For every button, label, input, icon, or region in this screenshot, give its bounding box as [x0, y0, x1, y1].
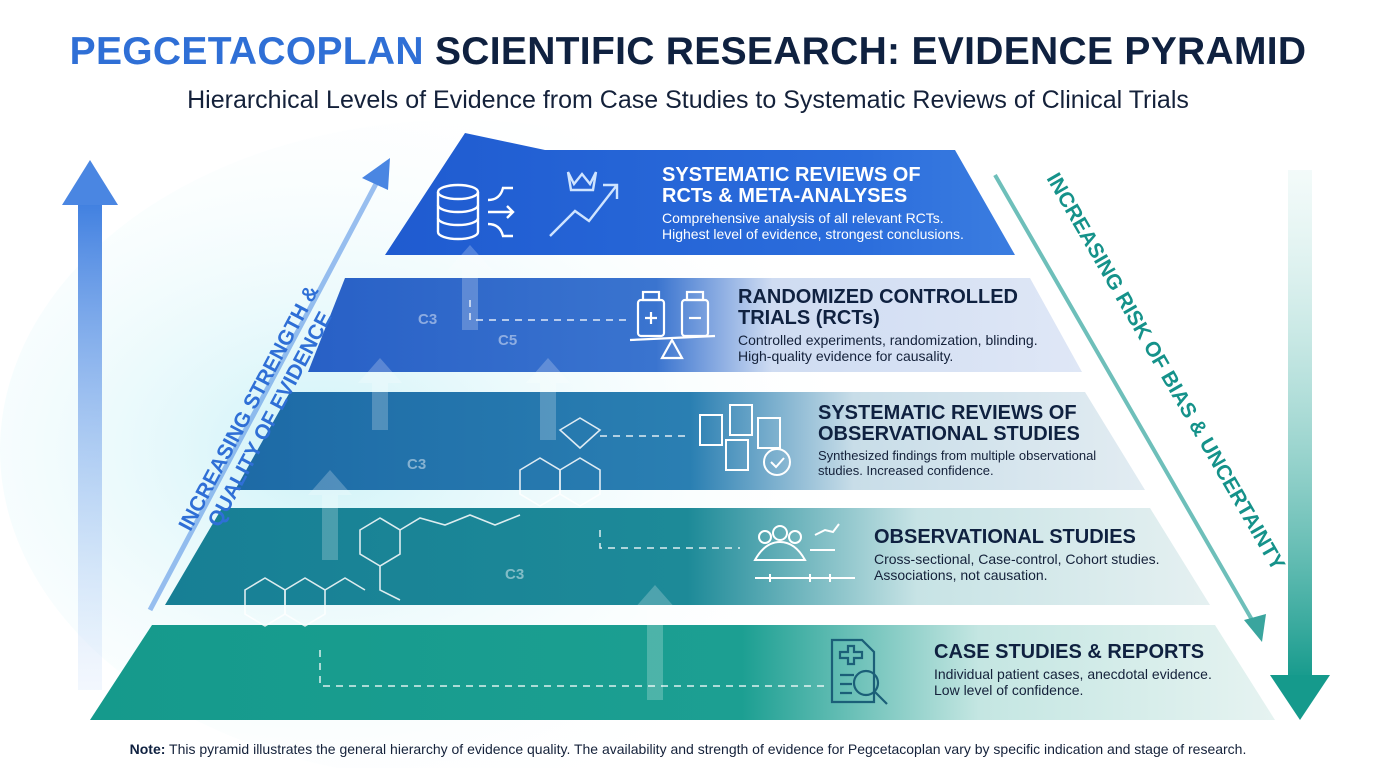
tier-4-text: OBSERVATIONAL STUDIES Cross-sectional, C… — [874, 526, 1160, 584]
tier-4-title: OBSERVATIONAL STUDIES — [874, 526, 1136, 548]
tier-2-desc: Controlled experiments, randomization, b… — [738, 332, 1038, 364]
page-title: PEGCETACOPLAN SCIENTIFIC RESEARCH: EVIDE… — [0, 30, 1376, 74]
molecule-label-c3: C3 — [407, 456, 427, 473]
left-up-arrow — [62, 160, 118, 690]
page-subtitle: Hierarchical Levels of Evidence from Cas… — [187, 86, 1189, 114]
footnote: Note: This pyramid illustrates the gener… — [0, 741, 1376, 757]
tier-1-shape — [385, 133, 1015, 255]
balance-vials-icon — [629, 290, 716, 360]
note-text: This pyramid illustrates the general hie… — [165, 741, 1247, 757]
database-icon — [436, 183, 515, 241]
medical-report-search-icon — [830, 638, 888, 705]
title-rest: SCIENTIFIC RESEARCH: EVIDENCE PYRAMID — [423, 30, 1307, 73]
tier-1-desc: Comprehensive analysis of all relevant R… — [662, 210, 964, 242]
molecule-label-c3: C3 — [418, 311, 438, 328]
tier-5-title: CASE STUDIES & REPORTS — [934, 641, 1205, 663]
right-down-arrow — [1270, 170, 1330, 720]
molecule-structure-icon — [244, 417, 602, 627]
molecule-label-c3: C3 — [505, 566, 525, 583]
tier-5-desc: Individual patient cases, anecdotal evid… — [934, 666, 1212, 698]
molecule-label-c5: C5 — [498, 332, 518, 349]
documents-check-icon — [699, 404, 791, 476]
tier-4-shape — [165, 508, 1210, 605]
tier-5-text: CASE STUDIES & REPORTS Individual patien… — [934, 641, 1212, 699]
inner-arrows — [308, 245, 677, 700]
crown-trend-icon — [549, 171, 619, 237]
tier-2-shape — [308, 278, 1082, 372]
tier-4-desc: Cross-sectional, Case-control, Cohort st… — [874, 551, 1160, 583]
title-accent: PEGCETACOPLAN — [69, 30, 424, 73]
tier-3-desc: Synthesized findings from multiple obser… — [818, 448, 1097, 478]
people-timeline-icon — [753, 523, 855, 582]
note-label: Note: — [129, 741, 166, 757]
tier-5-shape — [90, 625, 1275, 720]
tier-3-shape — [235, 392, 1145, 490]
